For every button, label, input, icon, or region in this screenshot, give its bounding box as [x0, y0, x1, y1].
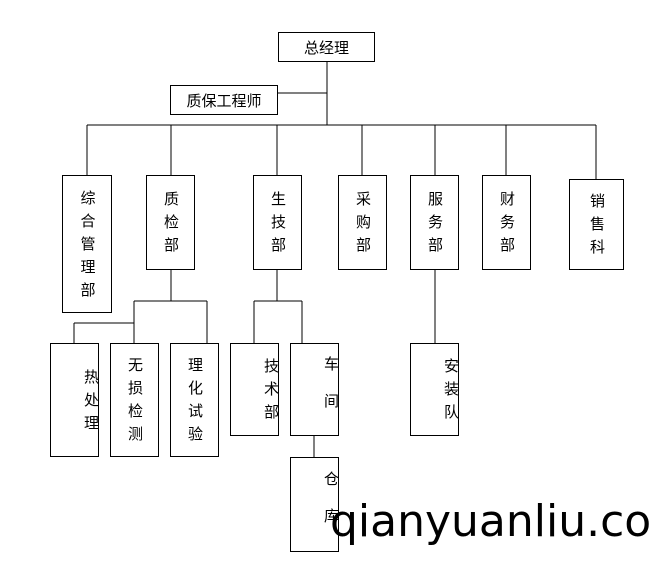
purchasing-dept-box: 采购部	[338, 175, 387, 270]
ndt-label: 无损检测	[126, 357, 144, 449]
general-mgmt-box: 综合管理部	[62, 175, 112, 313]
watermark-text: qianyuanliu.co	[330, 496, 652, 547]
service-dept-label: 服务部	[426, 191, 444, 260]
qa-engineer-box: 质保工程师	[170, 85, 278, 115]
heat-treatment-label: 热处理	[82, 368, 100, 438]
workshop-label: 车间	[322, 355, 340, 430]
service-dept-box: 服务部	[410, 175, 459, 270]
general-mgmt-label: 综合管理部	[78, 189, 97, 305]
tech-dept-box: 技术部	[230, 343, 280, 436]
finance-dept-label: 财务部	[498, 191, 516, 260]
production-dept-box: 生技部	[253, 175, 302, 270]
sales-dept-label: 销售科	[588, 193, 606, 262]
quality-dept-box: 质检部	[146, 175, 195, 270]
heat-treatment-box: 热处理	[50, 343, 100, 457]
tech-dept-label: 技术部	[262, 358, 280, 427]
lab-test-label: 理化试验	[186, 357, 204, 449]
install-team-label: 安装队	[442, 358, 460, 427]
qa-engineer-label: 质保工程师	[186, 91, 262, 110]
production-dept-label: 生技部	[269, 191, 287, 260]
ceo-label: 总经理	[303, 38, 349, 57]
purchasing-dept-label: 采购部	[354, 191, 372, 260]
workshop-box: 车间	[290, 343, 340, 436]
warehouse-label: 仓库	[322, 470, 340, 545]
finance-dept-box: 财务部	[482, 175, 531, 270]
install-team-box: 安装队	[410, 343, 460, 436]
quality-dept-label: 质检部	[162, 191, 180, 260]
sales-dept-box: 销售科	[569, 179, 624, 270]
lab-test-box: 理化试验	[170, 343, 219, 457]
warehouse-box: 仓库	[290, 457, 340, 552]
ceo-box: 总经理	[278, 32, 375, 62]
ndt-box: 无损检测	[110, 343, 159, 457]
